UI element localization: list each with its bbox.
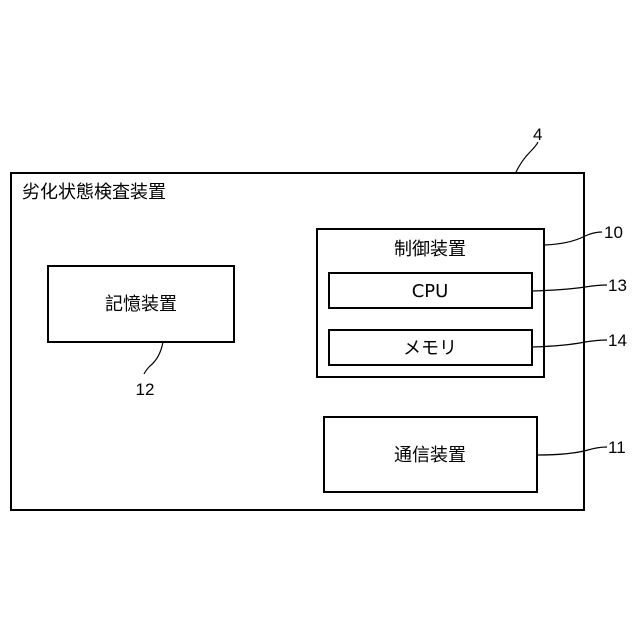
device-ref-number: 4 xyxy=(533,125,542,144)
cpu-ref-number: 13 xyxy=(608,276,627,295)
control-device-label: 制御装置 xyxy=(394,239,466,260)
device-leader-line xyxy=(516,142,538,172)
device-label: 劣化状態検査装置 xyxy=(22,182,166,203)
memory-ref-number: 14 xyxy=(608,331,627,350)
storage-ref-number: 12 xyxy=(136,380,155,399)
communication-device-label: 通信装置 xyxy=(394,445,466,466)
storage-device-label: 記憶装置 xyxy=(105,294,177,315)
cpu-label: CPU xyxy=(412,281,449,302)
communication-ref-number: 11 xyxy=(608,438,626,457)
memory-label: メモリ xyxy=(403,338,457,359)
control-ref-number: 10 xyxy=(604,223,623,242)
